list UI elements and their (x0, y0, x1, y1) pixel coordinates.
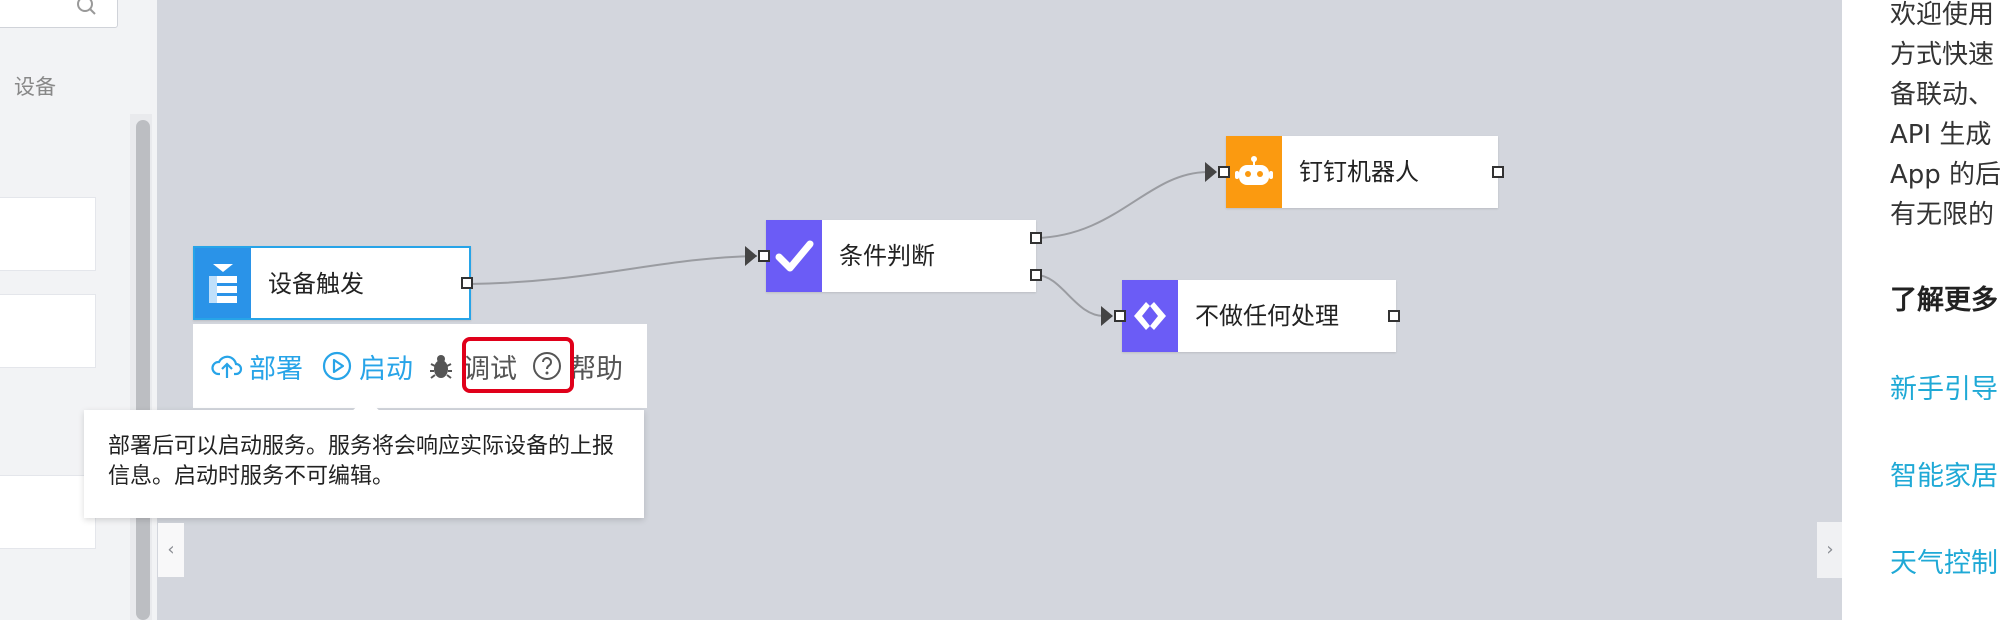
left-sidebar: 设备 (0, 0, 157, 620)
arrow-into-dingtalk (1205, 162, 1217, 182)
node-action-toolbar: 部署 启动 调试 (193, 324, 647, 408)
arrow-into-condition (745, 246, 757, 266)
intro-text-line: 有无限的 (1890, 200, 1995, 230)
collapse-left-panel-button[interactable]: ‹ (158, 523, 184, 577)
link-beginner-guide[interactable]: 新手引导 (1890, 374, 1998, 405)
flow-canvas[interactable]: 设备触发 条件判断 钉钉机器人 (84, 0, 1843, 620)
output-port-false[interactable] (1030, 269, 1042, 281)
input-port[interactable] (1114, 310, 1126, 322)
link-condition-noop (1035, 274, 1105, 317)
collapse-right-panel-button[interactable]: › (1817, 522, 1843, 578)
debug-label: 调试 (463, 353, 517, 385)
search-input[interactable] (0, 0, 118, 28)
sidebar-card[interactable] (0, 197, 96, 271)
intro-text-line: 方式快速 (1890, 40, 1995, 70)
intro-text-line: 欢迎使用 (1890, 0, 1995, 30)
right-help-panel: 欢迎使用 方式快速 备联动、 API 生成 App 的后 有无限的 了解更多 新… (1842, 0, 2000, 620)
node-condition[interactable]: 条件判断 (758, 220, 1042, 292)
input-port[interactable] (758, 250, 770, 262)
link-condition-dingtalk (1035, 171, 1208, 239)
chevron-right-icon: › (1826, 539, 1834, 560)
play-circle-icon (322, 351, 352, 381)
output-port-true[interactable] (1030, 232, 1042, 244)
cloud-upload-icon (211, 355, 243, 378)
deploy-label: 部署 (249, 353, 303, 385)
tab-device[interactable]: 设备 (14, 75, 56, 99)
learn-more-heading: 了解更多 (1890, 285, 1998, 316)
node-dingtalk-robot[interactable]: 钉钉机器人 (1218, 136, 1504, 208)
output-port[interactable] (1388, 310, 1400, 322)
node-label: 不做任何处理 (1195, 302, 1339, 330)
node-device-trigger[interactable]: 设备触发 (193, 246, 473, 320)
sidebar-card[interactable] (0, 294, 96, 368)
checkmark-icon (766, 220, 822, 292)
question-circle-icon (533, 352, 561, 380)
start-button[interactable]: 启动 (321, 324, 413, 408)
tooltip-text: 部署后可以启动服务。服务将会响应实际设备的上报信息。启动时服务不可编辑。 (108, 434, 615, 489)
intro-text-line: App 的后 (1890, 160, 2000, 190)
debug-button[interactable]: 调试 (425, 324, 517, 408)
bug-icon (430, 355, 452, 379)
link-weather-control[interactable]: 天气控制 (1890, 548, 1998, 579)
arrow-into-noop (1101, 306, 1113, 326)
search-icon (77, 0, 96, 15)
chevron-left-icon: ‹ (167, 539, 175, 560)
help-button[interactable]: 帮助 (531, 324, 623, 408)
link-trigger-condition (468, 255, 758, 285)
robot-icon (1226, 136, 1282, 208)
output-port[interactable] (461, 277, 473, 289)
node-label: 条件判断 (839, 242, 935, 270)
link-smart-home[interactable]: 智能家居 (1890, 461, 1998, 492)
start-label: 启动 (359, 353, 413, 385)
intro-text-line: 备联动、 (1890, 80, 1995, 110)
node-label: 设备触发 (268, 270, 364, 298)
help-label: 帮助 (569, 353, 623, 385)
code-brackets-icon (1122, 280, 1178, 352)
device-list-icon (195, 248, 251, 318)
sidebar-card[interactable] (0, 475, 96, 549)
intro-text-line: API 生成 (1890, 120, 1992, 150)
input-port[interactable] (1218, 166, 1230, 178)
start-tooltip: 部署后可以启动服务。服务将会响应实际设备的上报信息。启动时服务不可编辑。 (84, 397, 644, 518)
node-label: 钉钉机器人 (1299, 158, 1419, 186)
deploy-button[interactable]: 部署 (211, 324, 303, 408)
flow-connections (468, 162, 1217, 326)
output-port[interactable] (1492, 166, 1504, 178)
node-no-action[interactable]: 不做任何处理 (1114, 280, 1400, 352)
sidebar-scrollbar-thumb[interactable] (136, 120, 150, 620)
